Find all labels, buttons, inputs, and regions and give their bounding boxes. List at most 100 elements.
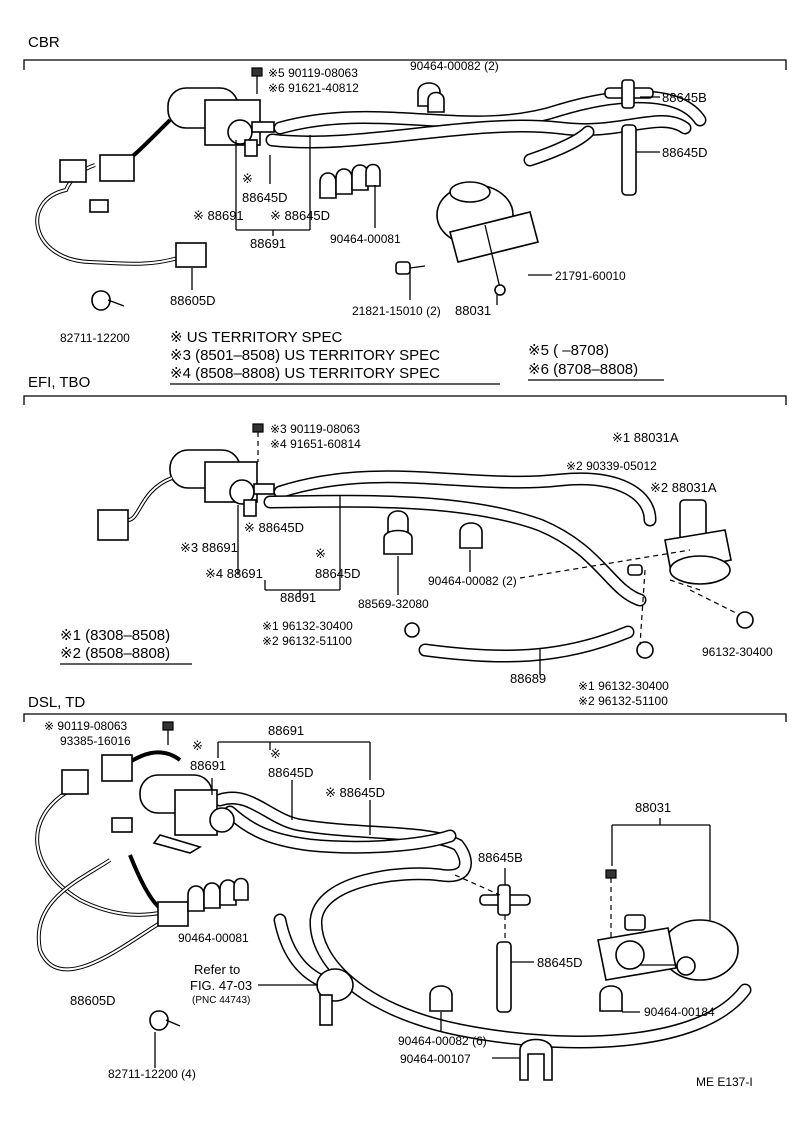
label-mark: ※ [242,171,253,186]
label-88645D-b: 88645D [315,566,361,581]
label-88031: 88031 [635,800,671,815]
t-joint-icon-88645B [604,79,654,109]
label-93385: 93385-16016 [60,734,131,748]
clamp-icon-88569 [383,510,413,595]
label-21791: 21791-60010 [555,269,626,283]
label-hose-clamp-2b: ※2 96132-51100 [578,694,668,708]
label-88691-a: ※ 88691 [193,208,244,223]
clamp-icon-90464-00082-efi [459,522,483,572]
label-refer: Refer to [194,962,240,977]
note-3: ※3 (8501–8508) US TERRITORY SPEC [170,347,440,364]
clamp-icon-cbr-top [417,82,445,113]
clamp-set-icon-90464-00081 [319,163,381,199]
section-frame-efi [23,395,787,405]
vacuum-actuator-icon-dsl [597,869,739,981]
label-88645D-a: 88645D [268,765,314,780]
label-clip-82: 90464-00082 (2) [428,574,517,588]
vacuum-actuator-icon-cbr [395,181,539,296]
connector-icon [59,159,87,183]
notes-efi: ※1 (8308–8508) ※2 (8508–8808) [60,627,192,665]
label-88645D-a: 88645D [242,190,288,205]
section-efi-tbo: EFI, TBO [23,374,787,708]
leader-lines-dsl [154,741,711,1068]
section-title-efi-tbo: EFI, TBO [28,374,90,391]
label-clip-81: 90464-00081 [178,931,249,945]
vsv-solenoid-cbr [167,87,275,157]
label-82711: 82711-12200 (4) [108,1067,196,1081]
label-88645D-a: ※ 88645D [244,520,304,535]
wiring-harness-cbr [35,118,207,268]
labels-dsl: ※ 90119-08063 93385-16016 88691 ※ 88691 … [44,719,715,1081]
label-88645D-b: ※ 88645D [270,208,330,223]
label-screw-6: ※6 91621-40812 [268,81,359,95]
screw-icon-dsl [162,721,174,745]
note-2: ※2 (8508–8808) [60,645,170,662]
clamp-set-icon-dsl [187,877,249,912]
label-clip-107: 90464-00107 [400,1052,471,1066]
label-88031: 88031 [455,303,491,318]
label-88691: 88691 [190,758,226,773]
note-us-territory: ※ US TERRITORY SPEC [170,329,343,346]
label-88605D: 88605D [170,293,216,308]
label-clip-184: 90464-00184 [644,1005,715,1019]
label-hose-clamp-1a: ※1 96132-30400 [262,619,353,633]
label-96132-right: 96132-30400 [702,645,773,659]
note-5: ※5 ( –8708) [528,342,609,359]
wire-clip-icon-cbr [91,290,125,311]
hose-piece-icon-88645D [621,124,637,196]
label-82711: 82711-12200 [60,331,130,345]
connector-icon [99,154,135,182]
connector-icon [97,509,129,541]
label-88691-4: ※4 88691 [205,566,263,581]
label-clip-top: 90464-00082 (2) [410,59,499,73]
note-4: ※4 (8508–8808) US TERRITORY SPEC [170,365,440,382]
wire-clip-icon-dsl [149,1010,181,1031]
section-frame-cbr [23,59,787,70]
label-clip-81: 90464-00081 [330,232,401,246]
dashed-guides-dsl [454,874,506,940]
label-88691: 88691 [250,236,286,251]
grommet-icon-dsl [316,968,354,1026]
label-88645B: 88645B [478,850,523,865]
section-title-cbr: CBR [28,34,60,51]
label-hose-clamp-1b: ※2 96132-51100 [262,634,352,648]
notes-cbr: ※ US TERRITORY SPEC ※3 (8501–8508) US TE… [170,329,664,385]
clamp-icon-90464-00082-dsl [429,985,453,1012]
label-screw-4: ※4 91651-60814 [270,437,361,451]
note-6: ※6 (8708–8808) [528,361,638,378]
note-1: ※1 (8308–8508) [60,627,170,644]
labels-efi: ※3 90119-08063 ※4 91651-60814 ※1 88031A … [180,422,773,708]
connector-icon [89,199,109,213]
label-88691: 88691 [280,590,316,605]
hose-clamp-icon-efi [404,611,754,659]
label-21821: 21821-15010 (2) [352,304,441,318]
label-88031A-1: ※1 88031A [612,430,679,445]
connector-icon [157,901,189,927]
clamp-icon-90464-00184 [599,985,623,1012]
wiring-harness-dsl [35,750,189,972]
footer-code: ME E137-I [696,1075,753,1089]
label-88645D-c: 88645D [537,955,583,970]
section-title-dsl-td: DSL, TD [28,694,85,711]
label-mark-2: ※ [270,746,281,761]
label-88691-top: 88691 [268,723,304,738]
connector-icon [101,754,133,782]
label-88689: 88689 [510,671,546,686]
screw-icon-cbr [251,67,263,94]
label-refer-fig: FIG. 47-03 [190,978,252,993]
label-88645D-right: 88645D [662,145,708,160]
leader-lines-cbr [191,96,660,305]
labels-cbr: ※5 90119-08063 ※6 91621-40812 90464-0008… [60,59,708,345]
label-88691-3: ※3 88691 [180,540,238,555]
screw-icon-efi [252,423,264,462]
wiring-harness-efi [97,476,173,541]
label-88645B: 88645B [662,90,707,105]
section-dsl-td: DSL, TD [23,694,787,1081]
connector-icon [61,769,89,795]
label-hose-clamp-2a: ※1 96132-30400 [578,679,669,693]
label-88031A-2: ※2 88031A [650,480,717,495]
clamp-icon-90464-00107 [519,1038,553,1081]
connector-icon [175,242,207,268]
label-88569: 88569-32080 [358,597,429,611]
label-88645D-b: ※ 88645D [325,785,385,800]
